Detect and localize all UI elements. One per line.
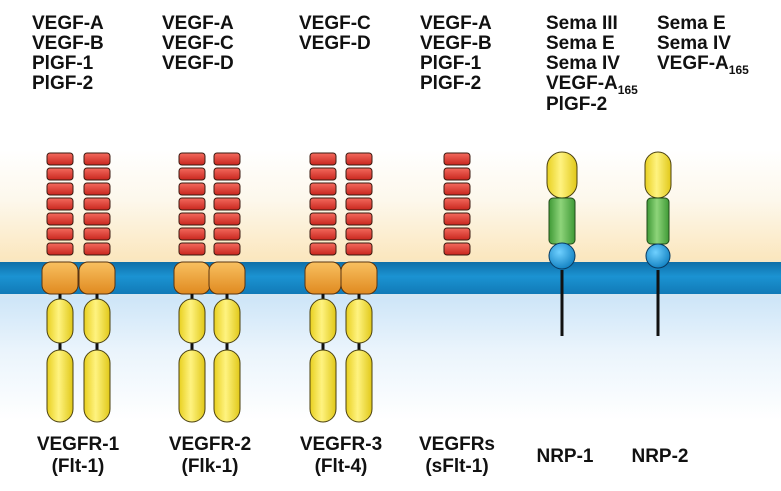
- ligand-group-vegfr2: VEGF-A VEGF-C VEGF-D: [162, 14, 234, 74]
- receptor-vegfr3: [304, 152, 378, 423]
- ligand-subscript: 165: [728, 63, 749, 77]
- receptor-vegfr2: [173, 152, 246, 423]
- receptor-alias: (Flt-1): [51, 456, 105, 477]
- orange-domain: [304, 261, 378, 295]
- receptor-alias: (Flk-1): [181, 456, 239, 477]
- ligand-name: PlGF-2: [546, 94, 608, 115]
- cell-membrane: [0, 262, 781, 294]
- receptor-alias: (sFlt-1): [425, 456, 489, 477]
- ligand-name: Sema IV: [657, 33, 731, 54]
- ligand-name: VEGF-D: [299, 33, 371, 54]
- ligand-name: VEGF-A165: [546, 73, 638, 98]
- blue-domain: [548, 242, 576, 270]
- ligand-name-text: VEGF-A: [546, 73, 618, 94]
- receptor-name: NRP-2: [631, 446, 689, 467]
- receptor-label-vegfr1: VEGFR-1 (Flt-1): [28, 434, 128, 478]
- ligand-name: PlGF-1: [32, 53, 94, 74]
- ligand-name: VEGF-A: [420, 13, 492, 34]
- receptor-name: VEGFRs: [418, 434, 496, 455]
- ligand-name: Sema E: [546, 33, 615, 54]
- receptor-alias: (Flt-4): [314, 456, 368, 477]
- yellow-domain: [46, 298, 111, 423]
- ligand-name: VEGF-B: [32, 33, 104, 54]
- ligand-name: PlGF-1: [420, 53, 482, 74]
- receptor-name: VEGFR-1: [36, 434, 120, 455]
- ligand-group-vegfr3: VEGF-C VEGF-D: [299, 14, 371, 54]
- ligand-name: VEGF-A: [32, 13, 104, 34]
- ligand-name: Sema III: [546, 13, 618, 34]
- receptor-name: NRP-1: [536, 446, 594, 467]
- receptor-label-nrp1: NRP-1: [525, 446, 605, 468]
- ligand-name: VEGF-B: [420, 33, 492, 54]
- ligand-name: PlGF-2: [32, 73, 94, 94]
- receptor-label-vegfr3: VEGFR-3 (Flt-4): [291, 434, 391, 478]
- receptor-label-vegfr2: VEGFR-2 (Flk-1): [160, 434, 260, 478]
- receptor-name: VEGFR-3: [299, 434, 383, 455]
- ligand-group-nrp1: Sema III Sema E Sema IV VEGF-A165 PlGF-2: [546, 14, 638, 115]
- ligand-name-text: VEGF-A: [657, 53, 729, 74]
- red-domain-stack: [443, 152, 471, 256]
- receptor-soluble-vegfr: [443, 152, 471, 256]
- ligand-name: Sema E: [657, 13, 726, 34]
- red-domain-stack: [178, 152, 241, 256]
- ligand-name: VEGF-C: [299, 13, 371, 34]
- ligand-name: VEGF-A165: [657, 53, 749, 78]
- receptor-nrp2: [644, 151, 672, 336]
- red-domain-stack: [309, 152, 373, 256]
- green-domain: [548, 197, 576, 245]
- orange-domain: [41, 261, 116, 295]
- receptor-label-nrp2: NRP-2: [620, 446, 700, 468]
- receptor-label-soluble-vegfr: VEGFRs (sFlt-1): [407, 434, 507, 478]
- ligand-group-nrp2: Sema E Sema IV VEGF-A165: [657, 13, 749, 78]
- ligand-group-vegfr1: VEGF-A VEGF-B PlGF-1 PlGF-2: [32, 14, 104, 94]
- red-domain-stack: [46, 152, 111, 256]
- receptor-vegfr1: [41, 152, 116, 423]
- green-domain: [646, 197, 670, 245]
- ligand-name: Sema IV: [546, 53, 620, 74]
- yellow-domain: [644, 151, 672, 199]
- orange-domain: [173, 261, 246, 295]
- receptor-nrp1: [546, 151, 578, 336]
- ligand-subscript: 165: [617, 83, 638, 97]
- ligand-name: VEGF-A: [162, 13, 234, 34]
- ligand-name: PlGF-2: [420, 73, 482, 94]
- blue-domain: [645, 243, 671, 269]
- yellow-domain: [178, 298, 241, 423]
- yellow-domain: [309, 298, 373, 423]
- ligand-name: VEGF-D: [162, 53, 234, 74]
- ligand-name: VEGF-C: [162, 33, 234, 54]
- ligand-group-soluble-vegfr: VEGF-A VEGF-B PlGF-1 PlGF-2: [420, 14, 492, 94]
- receptor-name: VEGFR-2: [168, 434, 252, 455]
- yellow-domain: [546, 151, 578, 199]
